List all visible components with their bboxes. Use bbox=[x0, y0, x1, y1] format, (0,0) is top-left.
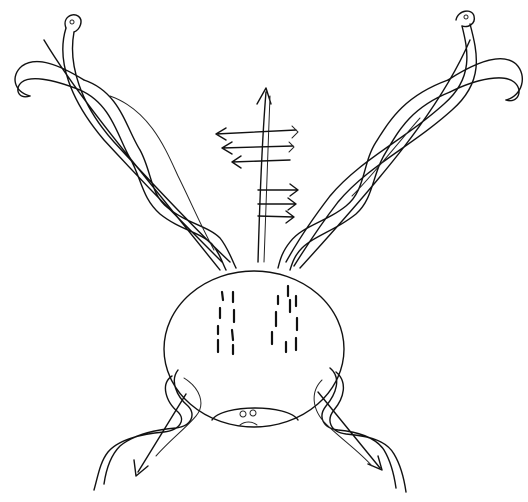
lower-right-legs bbox=[314, 368, 406, 492]
right-pointing-arrows bbox=[258, 184, 298, 223]
vertical-arrow bbox=[257, 88, 271, 262]
central-sphere bbox=[164, 271, 344, 427]
lower-left-legs bbox=[94, 370, 201, 490]
upper-left-tentacles bbox=[15, 15, 236, 270]
sphere-hatch-marks bbox=[218, 286, 297, 354]
left-pointing-arrows bbox=[216, 126, 298, 168]
upper-right-tentacles bbox=[278, 11, 522, 270]
